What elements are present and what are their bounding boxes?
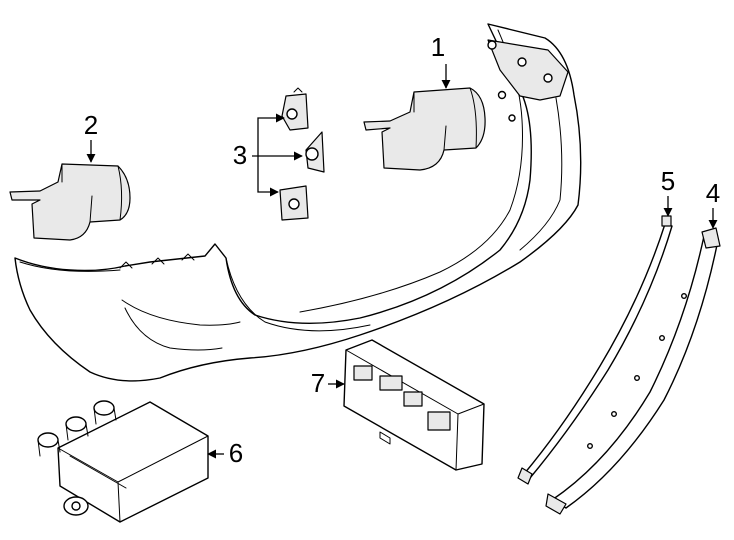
control-module-box bbox=[343, 339, 485, 471]
callout-2: 2 bbox=[84, 110, 98, 140]
callout-5: 5 bbox=[661, 166, 675, 196]
wire-strip bbox=[517, 215, 673, 485]
leader-3 bbox=[252, 113, 285, 157]
bumper-cover bbox=[14, 23, 582, 382]
callout-3: 3 bbox=[233, 140, 247, 170]
leader-3c bbox=[257, 156, 279, 197]
retainer-clips bbox=[279, 87, 325, 221]
callout-4: 4 bbox=[706, 178, 720, 208]
callout-1: 1 bbox=[431, 32, 445, 62]
sensor-bracket-left bbox=[9, 163, 131, 241]
sensor-bracket-right bbox=[363, 87, 486, 171]
control-module-sockets bbox=[37, 400, 209, 523]
callout-7: 7 bbox=[311, 368, 325, 398]
callout-6: 6 bbox=[229, 438, 243, 468]
reinforcement-strip bbox=[545, 227, 721, 515]
